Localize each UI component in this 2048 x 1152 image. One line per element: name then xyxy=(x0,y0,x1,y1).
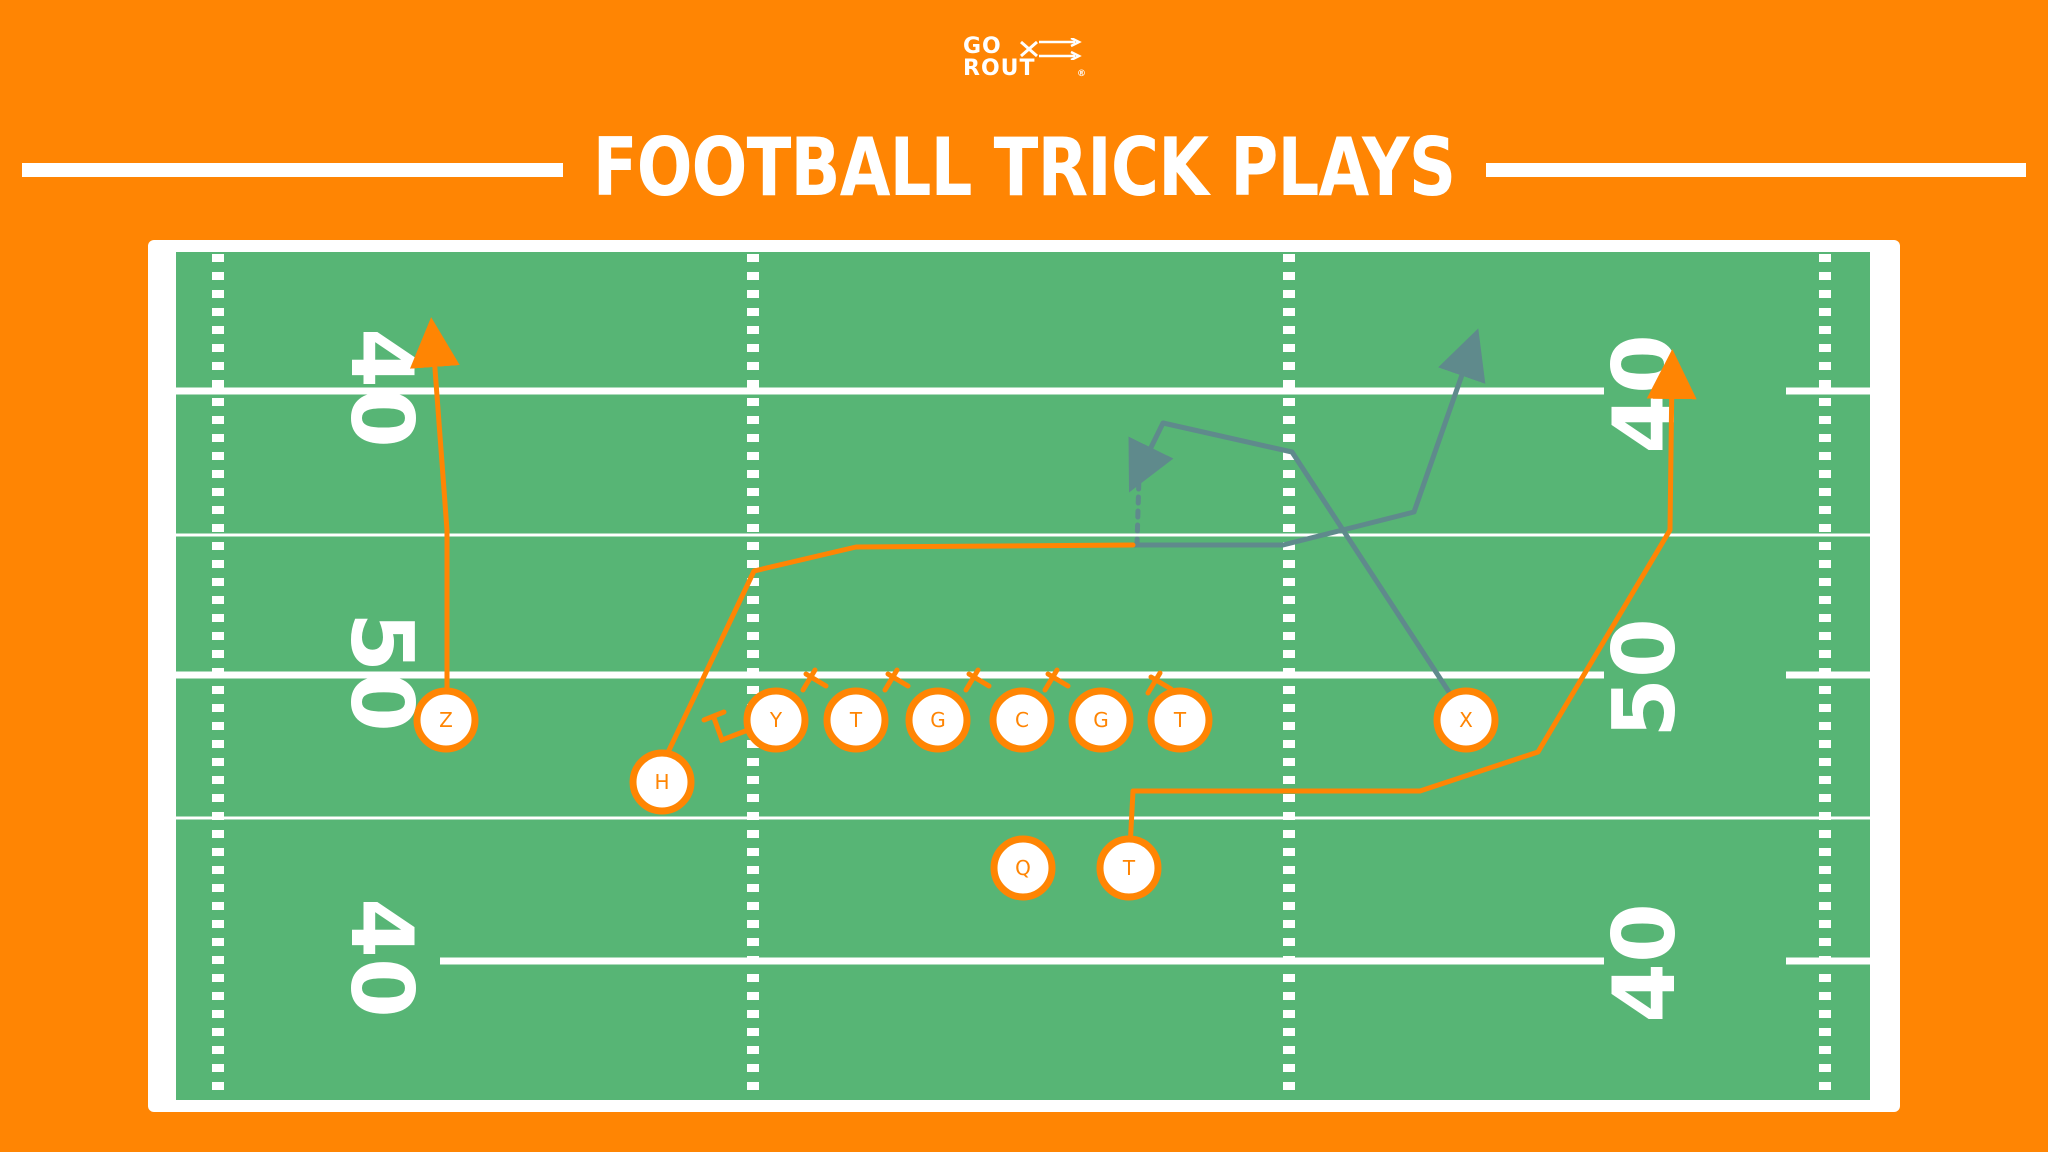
player-lt-label: T xyxy=(849,708,863,732)
player-q-label: Q xyxy=(1015,856,1031,880)
player-h-label: H xyxy=(654,770,669,794)
player-c-label: C xyxy=(1015,708,1029,732)
hash-columns xyxy=(212,254,1831,1096)
gorout-logo: GO ROUT ® xyxy=(963,34,1088,82)
player-rt-label: T xyxy=(1173,708,1187,732)
block-rg xyxy=(1042,667,1071,693)
player-q: Q xyxy=(990,835,1056,901)
player-lt: T xyxy=(823,687,889,753)
block-lg xyxy=(882,667,911,693)
routes xyxy=(409,317,1697,870)
yard-number-left-1: 40 xyxy=(331,328,431,448)
player-rg-label: G xyxy=(1093,708,1109,732)
logo-text-line2: ROUT xyxy=(963,56,1036,81)
block-lt xyxy=(800,667,829,693)
block-y xyxy=(701,709,751,744)
player-lg: G xyxy=(905,687,971,753)
player-z: Z xyxy=(413,687,479,753)
route-h xyxy=(659,542,1136,768)
route-pass xyxy=(1130,328,1486,548)
yard-number-right-1: 40 xyxy=(1595,334,1695,454)
block-c xyxy=(963,667,992,693)
player-tb-label: T xyxy=(1122,856,1136,880)
yard-number-right-3: 40 xyxy=(1595,903,1695,1023)
title-rule-right xyxy=(1486,163,2026,177)
route-tb xyxy=(1126,349,1697,870)
player-z-label: Z xyxy=(439,708,453,732)
player-y-label: Y xyxy=(769,708,783,732)
player-x: X xyxy=(1433,687,1499,753)
player-h: H xyxy=(629,749,695,815)
route-z xyxy=(409,317,460,721)
player-lg-label: G xyxy=(930,708,946,732)
logo-route-arrow-icon xyxy=(1020,38,1082,60)
player-tb: T xyxy=(1096,835,1162,901)
yard-number-left-3: 40 xyxy=(331,898,431,1018)
route-x xyxy=(1128,420,1469,721)
players: Z H Y T G C G T xyxy=(413,687,1499,901)
player-x-label: X xyxy=(1459,708,1473,732)
blocking-marks xyxy=(701,667,1174,744)
yard-number-right-2: 50 xyxy=(1595,618,1695,738)
logo-registered-mark: ® xyxy=(1077,69,1086,79)
title-rule-left xyxy=(22,163,563,177)
route-pass-dotted xyxy=(1134,473,1142,548)
player-rt: T xyxy=(1147,687,1213,753)
yard-number-left-2: 50 xyxy=(331,612,431,732)
logo-text-line1: GO xyxy=(963,34,1002,59)
yard-numbers-left: 40 50 40 xyxy=(331,328,431,1018)
player-rg: G xyxy=(1068,687,1134,753)
player-c: C xyxy=(989,687,1055,753)
page-title: FOOTBALL TRICK PLAYS xyxy=(592,121,1456,214)
player-y: Y xyxy=(743,687,809,753)
block-rt xyxy=(1145,670,1174,696)
yard-numbers-right: 40 50 40 xyxy=(1595,334,1695,1023)
